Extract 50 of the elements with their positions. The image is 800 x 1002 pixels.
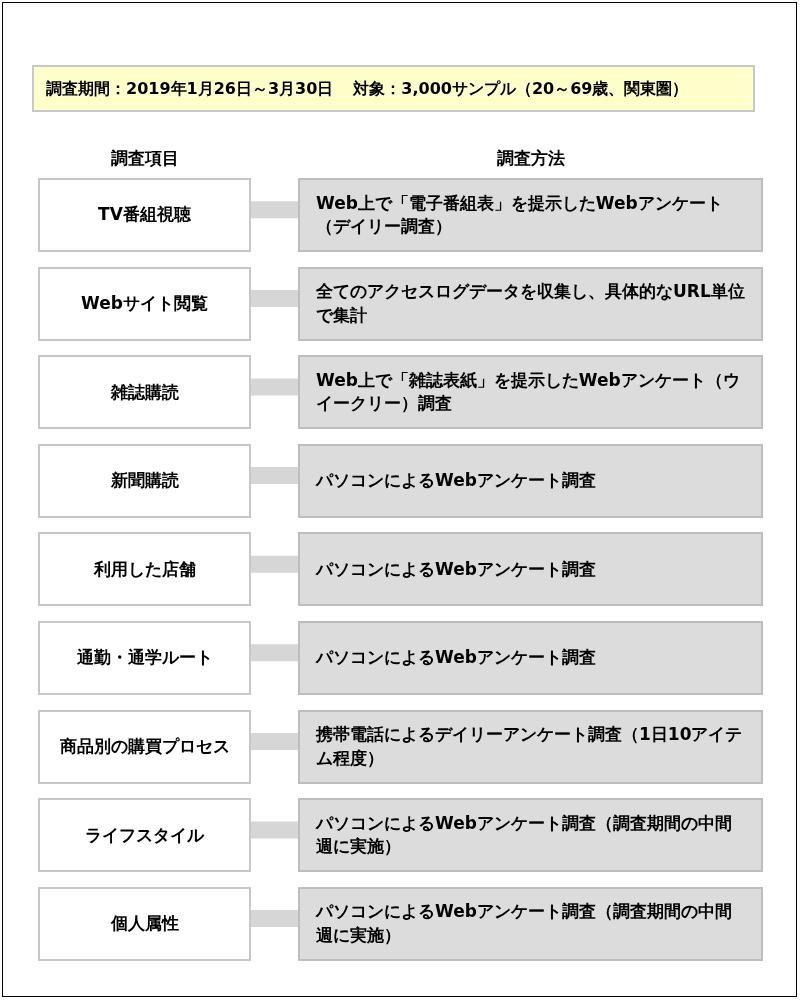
item-box [38,886,251,961]
method-box [298,355,763,430]
method-text: パソコンによるWebアンケート調査 [316,469,596,493]
method-text: Web上で「電子番組表」を提示したWebアンケート（デイリー調査） [316,191,724,238]
column-heading: 調査項目 [109,147,180,170]
item-box [38,532,251,607]
item-box [38,443,251,518]
method-box [298,178,763,252]
banner-text: 調査期間：2019年1月26日～3月30日 [46,77,334,100]
connector-band [251,910,298,928]
method-text: パソコンによるWebアンケート調査（調査期間の中間週に実施） [316,900,733,947]
method-text: パソコンによるWebアンケート調査 [316,557,596,581]
item-label: 個人属性 [110,912,179,936]
method-text: 携帯電話によるデイリーアンケート調査（1日10アイテム程度） [316,723,744,770]
item-box [38,798,251,873]
connector-band [251,289,298,307]
item-box [38,266,251,341]
method-box [298,709,763,784]
item-box [38,355,251,430]
item-label: Webサイト閲覧 [81,291,208,315]
connector-band [251,821,298,839]
item-label: 通勤・通学ルート [76,646,213,670]
item-label: 雑誌購読 [110,380,179,404]
item-label: 新聞購読 [110,469,179,493]
method-text: 全てのアクセスログデータを収集し、具体的なURL単位で集計 [316,280,745,327]
item-box [38,709,251,784]
method-box [298,621,763,695]
method-text: パソコンによるWebアンケート調査（調査期間の中間週に実施） [316,811,733,859]
connector-band [251,732,298,750]
banner-text: 対象：3,000サンプル（20～69歳、関東圏） [353,77,689,100]
method-box [298,532,763,607]
connector-band [251,467,298,485]
method-box [298,798,763,873]
item-label: 商品別の購買プロセス [59,734,230,758]
period-banner [32,65,755,112]
column-heading: 調査方法 [495,147,566,170]
connector-band [251,644,298,662]
method-text: パソコンによるWebアンケート調査 [316,646,596,670]
connector-band [251,201,298,219]
method-text: Web上で「雑誌表紙」を提示したWebアンケート（ウイークリー）調査 [316,368,741,416]
method-box [298,886,763,961]
item-label: TV番組視聴 [98,203,191,227]
item-box [38,621,251,695]
method-box [298,443,763,518]
item-label: ライフスタイル [85,823,204,847]
connector-band [251,555,298,573]
item-label: 利用した店舗 [93,557,196,581]
item-box [38,178,251,252]
method-box [298,266,763,341]
connector-band [251,378,298,396]
